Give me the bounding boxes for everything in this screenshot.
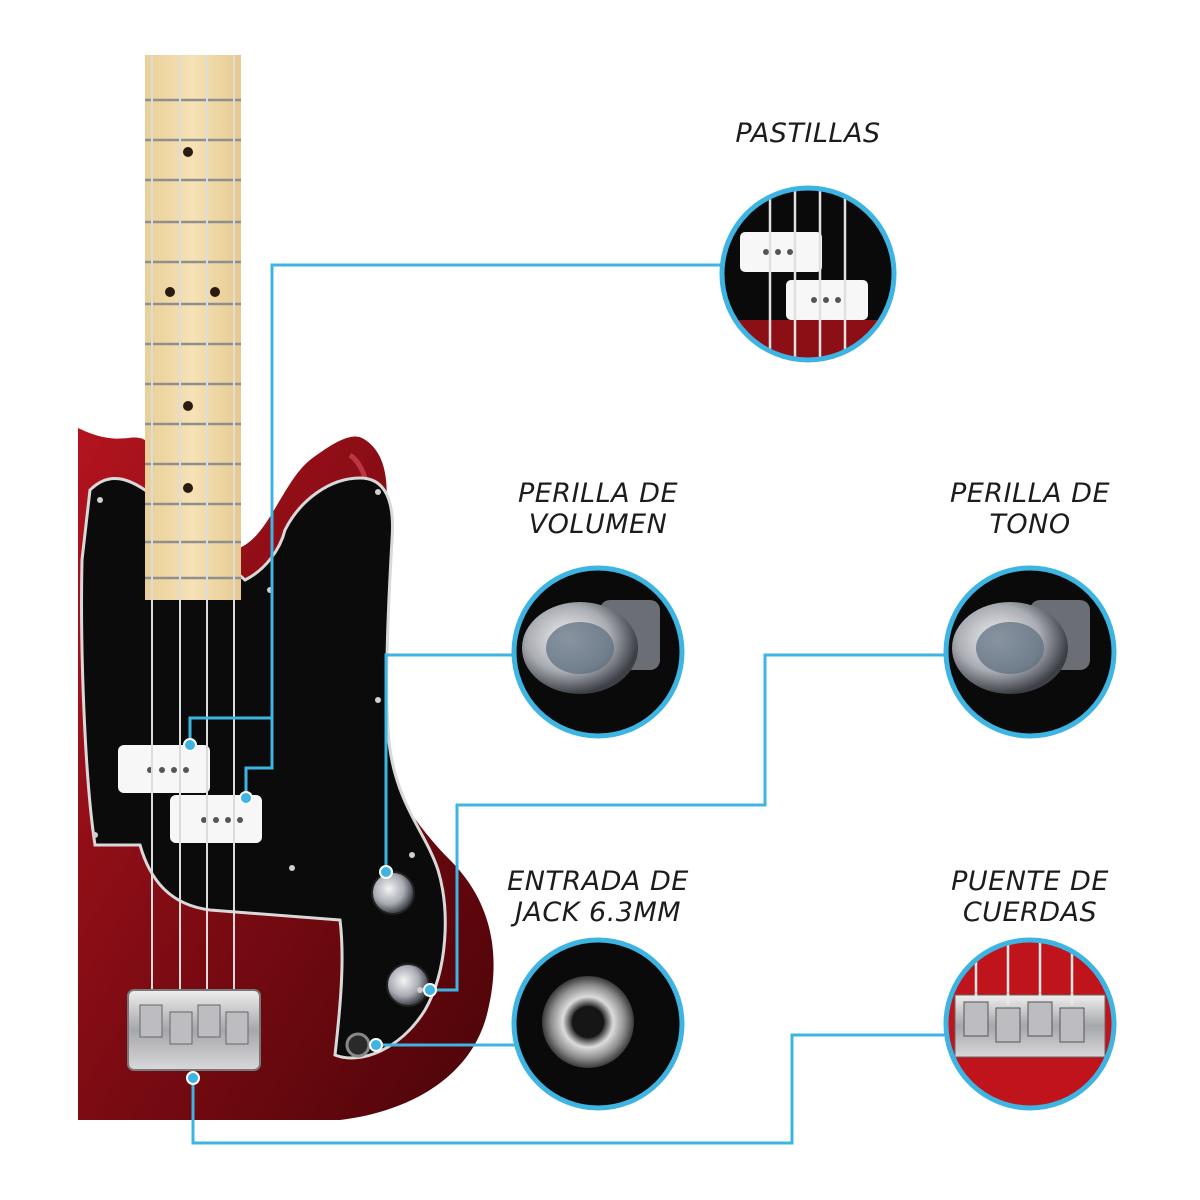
volume-knob-closeup — [511, 565, 685, 739]
pickups-label: PASTILLAS — [708, 118, 908, 149]
bridge-label: PUENTE DE CUERDAS — [930, 866, 1130, 928]
fret-markers — [165, 147, 220, 493]
connector-endpoints — [183, 738, 437, 1085]
jack-input-label-line1: ENTRADA DE — [507, 866, 689, 897]
tone-knob-label: PERILLA DE TONO — [930, 478, 1130, 540]
frets — [145, 98, 241, 580]
tone-knob-closeup — [943, 565, 1117, 739]
connector-lines — [188, 263, 946, 1145]
body-pickups — [118, 745, 262, 843]
bridge-label-line1: PUENTE DE — [951, 866, 1109, 897]
pickups-connector-2 — [244, 718, 274, 798]
tone-knob-label-line1: PERILLA DE — [949, 478, 1111, 509]
pickups-label-line1: PASTILLAS — [735, 118, 881, 149]
maple-neck — [145, 55, 241, 600]
volume-knob-label: PERILLA DE VOLUMEN — [498, 478, 698, 540]
body-jack — [345, 1032, 371, 1058]
tone-connector — [430, 653, 946, 992]
jack-input-label: ENTRADA DE JACK 6.3MM — [498, 866, 698, 928]
jack-input-label-line2: JACK 6.3MM — [514, 897, 682, 928]
bridge-label-line2: CUERDAS — [962, 897, 1098, 928]
strings — [151, 55, 235, 1060]
tone-knob-label-line2: TONO — [989, 509, 1071, 540]
bridge-connector — [191, 1033, 946, 1145]
volume-knob-label-line2: VOLUMEN — [528, 509, 668, 540]
jack-closeup — [511, 937, 685, 1111]
volume-knob-label-line1: PERILLA DE — [517, 478, 679, 509]
body-bridge — [127, 989, 261, 1071]
pickups-closeup — [719, 185, 897, 363]
body-volume-knob — [371, 871, 415, 915]
pickguard-screws — [92, 489, 423, 993]
volume-connector — [384, 653, 515, 872]
body-tone-knob — [386, 963, 430, 1007]
bridge-closeup — [943, 937, 1117, 1111]
